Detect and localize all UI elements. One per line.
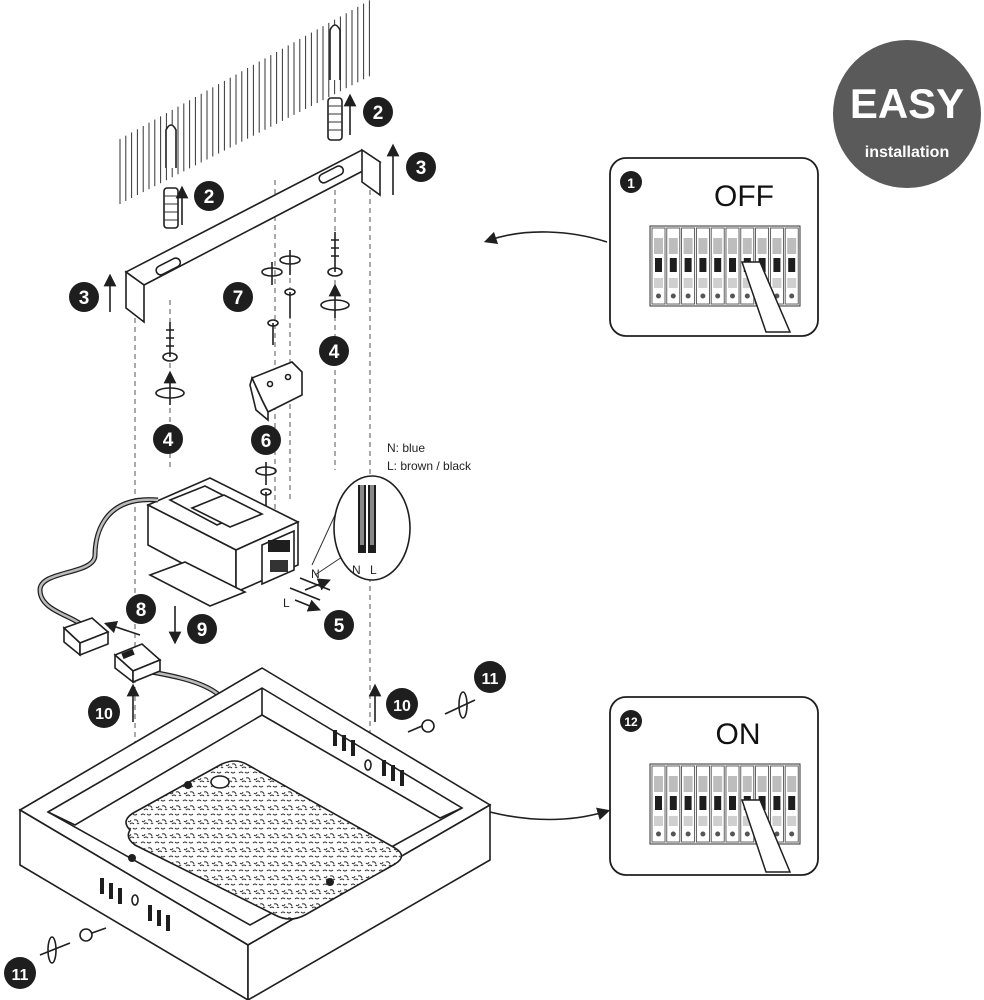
wall-plug-icon — [327, 97, 343, 141]
light-box — [18, 667, 492, 1000]
wire-magnifier: N L — [311, 475, 411, 581]
wall — [118, 0, 372, 205]
cable-n-label: N — [311, 567, 320, 581]
step-badge: 8 — [126, 594, 156, 624]
svg-text:3: 3 — [416, 158, 427, 179]
badge-title: EASY — [850, 80, 964, 127]
step-badge: 10 — [386, 688, 418, 720]
connector-female — [62, 617, 110, 657]
finger-icon — [740, 261, 792, 333]
rotate-icon — [39, 936, 71, 964]
svg-text:7: 7 — [233, 288, 244, 309]
arrow-up-icon — [103, 93, 400, 722]
on-step-number: 12 — [624, 715, 638, 729]
breaker-panel-off: 1 OFF — [609, 157, 819, 337]
rotate-icon — [255, 462, 277, 485]
step-badge: 6 — [251, 425, 281, 455]
step-badge: 3 — [69, 282, 99, 312]
svg-text:11: 11 — [12, 967, 29, 984]
step-badge: 9 — [187, 614, 217, 644]
step-badge: 4 — [319, 336, 349, 366]
step-badge: 3 — [406, 152, 436, 182]
svg-text:10: 10 — [95, 706, 113, 723]
svg-text:2: 2 — [204, 187, 215, 208]
rotate-icon — [155, 370, 185, 405]
connector-male — [113, 643, 162, 684]
step-badge: 11 — [474, 661, 506, 693]
rotate-icon — [444, 691, 476, 719]
screw-icon — [79, 927, 107, 942]
on-state-label: ON — [716, 718, 761, 751]
easy-installation-badge: EASY installation — [833, 40, 981, 188]
rotate-icon — [261, 250, 301, 285]
finger-icon — [740, 799, 792, 873]
svg-text:5: 5 — [334, 616, 345, 637]
live-wire-note: L: brown / black — [387, 459, 472, 473]
breaker-switch-icon — [649, 763, 801, 845]
step-badge: 10 — [88, 696, 120, 728]
svg-text:6: 6 — [261, 431, 272, 452]
screw-icon — [267, 319, 279, 345]
svg-text:4: 4 — [163, 430, 174, 451]
step-badge: 2 — [194, 181, 224, 211]
screw-icon — [284, 288, 296, 318]
breaker-panel-on: 12 ON — [609, 696, 819, 876]
breaker-switch-icon — [649, 225, 801, 307]
step-badge: 11 — [4, 957, 36, 989]
pointer-arrow — [483, 231, 611, 821]
screw-icon — [407, 719, 435, 733]
svg-text:9: 9 — [197, 620, 208, 641]
screw-icon — [162, 322, 178, 362]
step-badge: 2 — [363, 97, 393, 127]
screw-icon — [327, 232, 343, 277]
svg-text:2: 2 — [373, 103, 384, 124]
neutral-wire-note: N: blue — [387, 441, 425, 455]
led-driver — [146, 477, 300, 594]
driver-pad — [148, 561, 247, 607]
step-badge: 4 — [153, 424, 183, 454]
svg-text:10: 10 — [393, 698, 411, 715]
wall-plug-icon — [163, 187, 179, 229]
step-badge: 5 — [324, 610, 354, 640]
wire-n-label: N — [352, 563, 361, 577]
svg-text:11: 11 — [482, 671, 499, 688]
rotate-icon — [320, 283, 350, 318]
cable-ends: N L — [283, 567, 331, 612]
cable-l-label: L — [283, 596, 290, 610]
cable-clamp — [249, 361, 303, 422]
svg-text:8: 8 — [136, 600, 147, 621]
off-step-number: 1 — [627, 175, 635, 191]
mounting-bracket — [124, 148, 382, 324]
svg-text:3: 3 — [79, 288, 90, 309]
svg-text:4: 4 — [329, 342, 340, 363]
wire-l-label: L — [370, 563, 377, 577]
arrow-left-icon — [103, 620, 141, 636]
off-state-label: OFF — [714, 180, 774, 213]
badge-subtitle: installation — [865, 144, 949, 161]
step-badge: 7 — [223, 282, 253, 312]
